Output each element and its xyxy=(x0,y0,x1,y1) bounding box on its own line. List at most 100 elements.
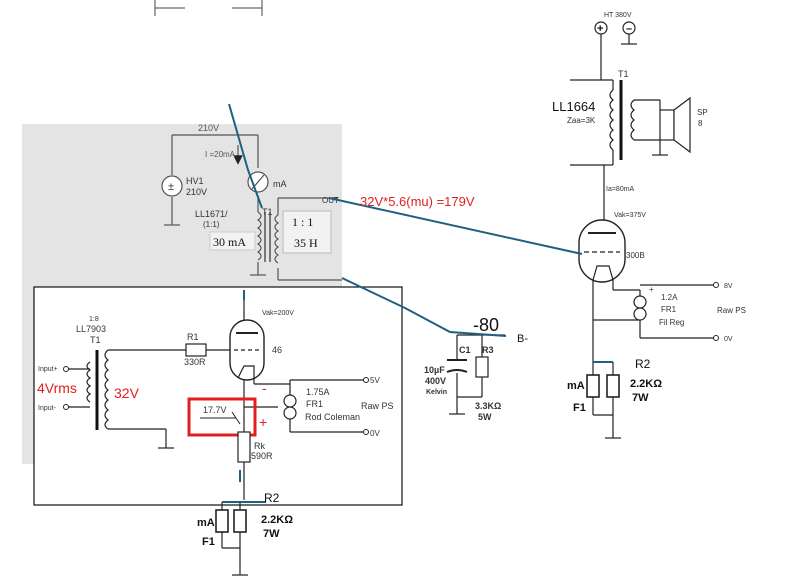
input-vak-label: Vak=200V xyxy=(262,310,294,317)
input-plus-label: Input+ xyxy=(38,366,58,373)
tube-46-filament xyxy=(237,365,255,379)
interstage-current-label: I =20mA xyxy=(205,150,236,159)
output-fil-8v: 8V xyxy=(724,283,733,290)
speaker-value: 8 xyxy=(698,119,703,128)
input-fil-current: 1.75A xyxy=(306,387,330,397)
interstage-ratio-label: 1 : 1 xyxy=(292,215,313,229)
input-t1-label: T1 xyxy=(90,335,101,345)
output-fil-current: 1.2A xyxy=(661,293,678,302)
output-transformer-primary xyxy=(609,89,614,151)
ht-minus-terminal[interactable] xyxy=(622,21,636,35)
output-r2-resistor xyxy=(606,374,620,398)
hv1-name: HV1 xyxy=(186,176,204,186)
r1-resistor xyxy=(185,343,207,357)
input-minus-terminal[interactable] xyxy=(63,404,69,410)
interstage-supply-label: 210V xyxy=(198,123,219,133)
input-stage-frame xyxy=(33,286,403,506)
bias-probe-arrow xyxy=(231,411,241,425)
input-plus-terminal[interactable] xyxy=(63,366,69,372)
ht-plus-terminal[interactable] xyxy=(594,21,608,35)
output-fil-plus: + xyxy=(649,285,654,294)
input-vrms-annotation: 4Vrms xyxy=(37,380,77,396)
r1-label: R1 xyxy=(187,332,199,342)
top-fragment xyxy=(154,0,263,16)
bias-reading-value: 17.7V xyxy=(203,405,227,415)
input-meter-resistor xyxy=(215,509,229,533)
input-transformer-primary xyxy=(86,361,92,403)
output-fil-reg: Fil Reg xyxy=(659,318,684,327)
output-fil-fr: FR1 xyxy=(661,305,677,314)
input-fil-0v: 0V xyxy=(370,429,380,438)
fil-5v-terminal[interactable] xyxy=(363,377,369,383)
interstage-circuit xyxy=(164,134,342,281)
output-raw-ps: Raw PS xyxy=(717,306,746,315)
tube-300b-label: 300B xyxy=(626,251,645,260)
output-fil-0v: 0V xyxy=(724,336,733,343)
c1-plate-bottom xyxy=(446,369,468,373)
interstage-secondary-coil xyxy=(274,214,280,264)
r3-power: 5W xyxy=(478,412,492,422)
tube-300b-filament xyxy=(592,265,614,281)
fil-0v-terminal[interactable] xyxy=(363,429,369,435)
bias-b-label: B- xyxy=(517,333,528,345)
r3-resistor xyxy=(475,356,489,378)
input-transformer-secondary xyxy=(104,349,109,430)
fil-8v-terminal[interactable] xyxy=(713,282,719,288)
input-fil-name: Rod Coleman xyxy=(305,412,360,422)
rod-coleman-lower xyxy=(283,406,297,420)
gain-annotation: 32V*5.6(mu) =179V xyxy=(360,194,475,209)
hv1-value: 210V xyxy=(186,187,207,197)
tube-300b-envelope xyxy=(578,219,626,283)
input-r2-resistor xyxy=(233,509,247,533)
bias-voltage-annotation: -80 xyxy=(473,315,499,335)
fil-reg-upper xyxy=(633,295,647,309)
ht-minus-icon: – xyxy=(626,23,632,35)
input-r2-name: R2 xyxy=(264,491,280,505)
rk-value: 590R xyxy=(251,451,273,461)
output-r2-power: 7W xyxy=(632,392,649,404)
r3-value: 3.3KΩ xyxy=(475,401,501,411)
output-transformer-name: LL1664 xyxy=(552,99,595,114)
output-r2-value: 2.2KΩ xyxy=(630,378,662,390)
c1-voltage: 400V xyxy=(425,376,446,386)
speaker-magnet xyxy=(659,109,675,141)
interstage-inductance-label: 35 H xyxy=(294,236,318,250)
interstage-t1-label: T1 xyxy=(262,207,273,217)
input-ratio-label: 1:8 xyxy=(89,316,99,323)
ht-plus-icon: + xyxy=(597,23,603,35)
interstage-ratio-box xyxy=(282,210,332,254)
output-t1-label: T1 xyxy=(618,69,629,79)
output-vak-label: Vak=375V xyxy=(614,212,646,219)
tube-46-envelope xyxy=(229,319,265,381)
rod-coleman-upper xyxy=(283,394,297,408)
speaker-name: SP xyxy=(697,108,708,117)
output-fuse-label: F1 xyxy=(573,402,586,414)
interstage-primary-coil xyxy=(256,211,262,261)
interstage-out-label: OUT xyxy=(322,196,339,205)
output-meter-label: mA xyxy=(567,380,585,392)
ht-label: HT 380V xyxy=(604,12,632,19)
input-r2-power: 7W xyxy=(263,528,280,540)
c1-value: 10µF xyxy=(424,365,445,375)
output-transformer-secondary xyxy=(630,99,635,141)
interstage-meter-label: mA xyxy=(273,179,287,189)
r1-value: 330R xyxy=(184,357,206,367)
fil-out-0v-terminal[interactable] xyxy=(713,335,719,341)
input-fil-fr: FR1 xyxy=(306,399,323,409)
output-zaa-label: Zaa=3K xyxy=(567,116,596,125)
tube-46-label: 46 xyxy=(272,345,282,355)
cathode-plus-annotation: + xyxy=(259,414,267,430)
output-stage-wires xyxy=(570,34,715,439)
interstage-transformer-name: LL1671/ xyxy=(195,209,228,219)
overlay-wires xyxy=(228,103,583,482)
rk-label: Rk xyxy=(254,441,265,451)
input-minus-label: Input- xyxy=(38,405,57,412)
input-fuse-label: F1 xyxy=(202,536,215,548)
cathode-minus-annotation: - xyxy=(262,380,267,396)
fil-reg-lower xyxy=(633,307,647,321)
interstage-ratio-small: (1:1) xyxy=(203,220,220,229)
c1-label: C1 xyxy=(459,345,471,355)
input-raw-ps: Raw PS xyxy=(361,401,394,411)
secondary-voltage-annotation: 32V xyxy=(114,385,140,401)
